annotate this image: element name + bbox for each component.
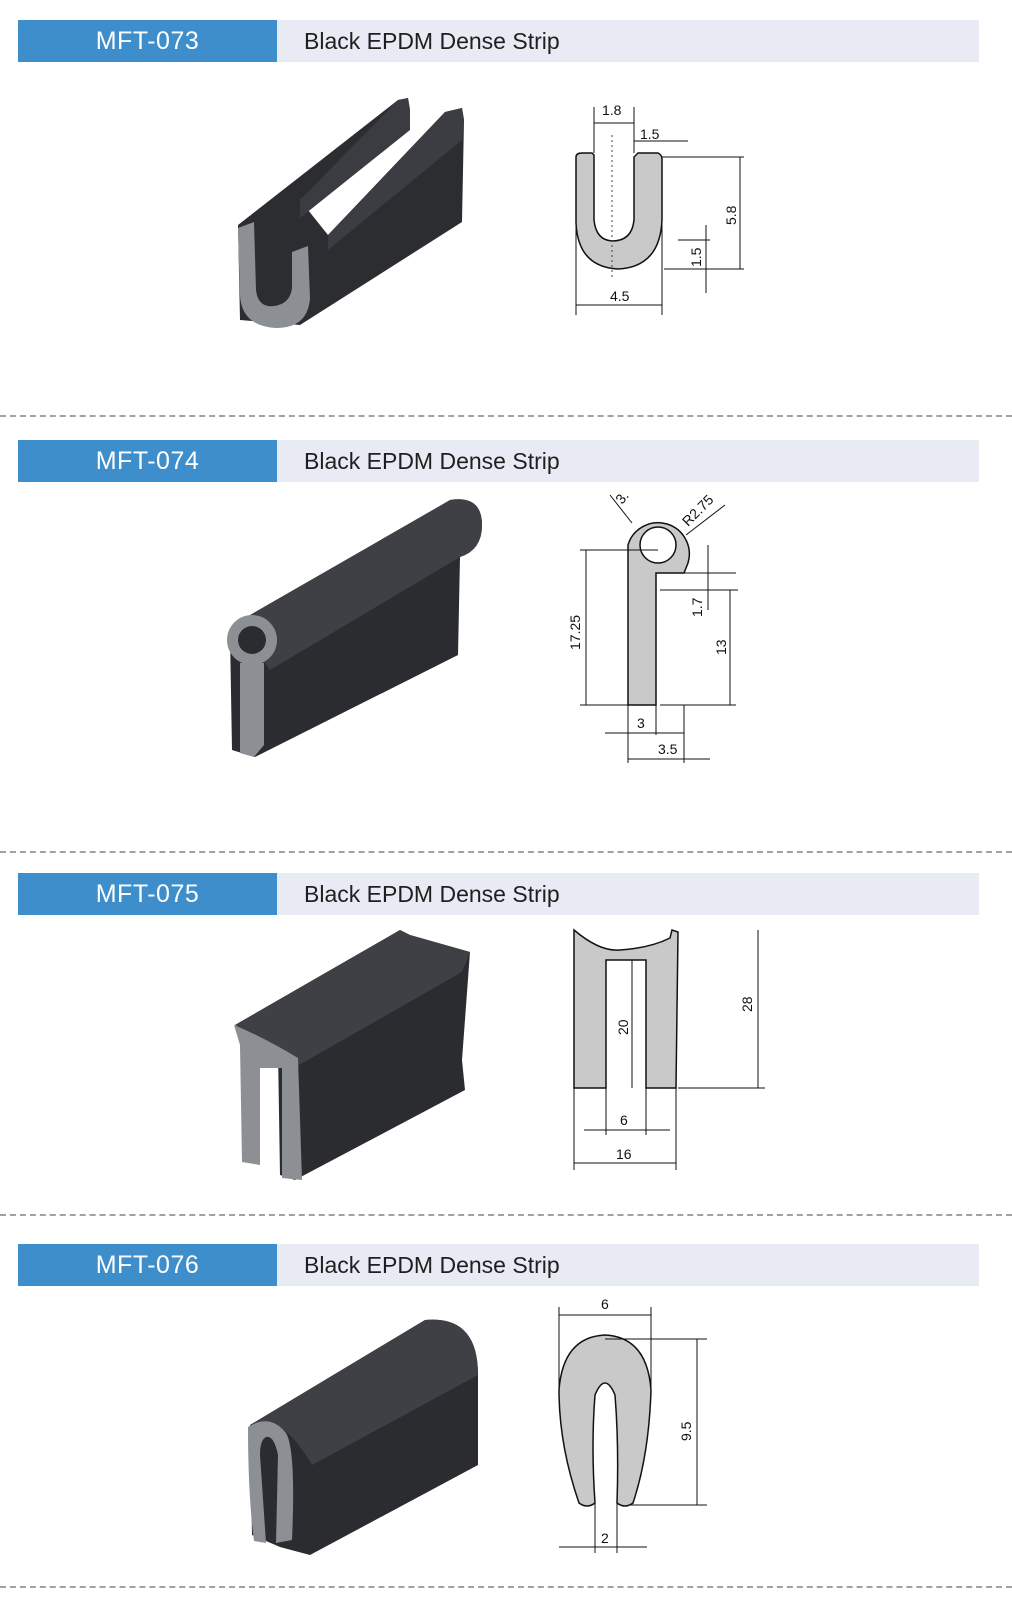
product-code: MFT-074 xyxy=(18,440,277,482)
dim-label: 28 xyxy=(739,996,755,1012)
dim-label: 3. xyxy=(612,488,632,507)
dim-label: 1.7 xyxy=(689,597,705,617)
dim-label: 4.5 xyxy=(610,288,630,304)
dim-label: 1.5 xyxy=(688,247,704,267)
section-divider xyxy=(0,415,1012,417)
product-code: MFT-073 xyxy=(18,20,277,62)
section-divider xyxy=(0,851,1012,853)
product-image-073 xyxy=(238,98,464,328)
dim-label: 17.25 xyxy=(567,615,583,650)
product-title: Black EPDM Dense Strip xyxy=(304,28,560,54)
product-code: MFT-075 xyxy=(18,873,277,915)
dimension-drawing-075: 20 28 6 16 xyxy=(573,928,765,1170)
product-title: Black EPDM Dense Strip xyxy=(304,881,560,907)
dim-label: 2 xyxy=(601,1530,609,1546)
product-image-075 xyxy=(234,930,470,1180)
dim-label: 3 xyxy=(637,715,645,731)
dim-label: 5.8 xyxy=(723,205,739,225)
dim-label: 1.5 xyxy=(640,126,660,142)
dim-label: 16 xyxy=(616,1146,632,1162)
product-header: MFT-073 Black EPDM Dense Strip xyxy=(18,20,979,62)
product-title: Black EPDM Dense Strip xyxy=(304,1252,560,1278)
product-header: MFT-075 Black EPDM Dense Strip xyxy=(18,873,979,915)
dim-label: 6 xyxy=(620,1112,628,1128)
dim-label: R2.75 xyxy=(679,491,717,529)
dim-label: 9.5 xyxy=(678,1421,694,1441)
product-header: MFT-076 Black EPDM Dense Strip xyxy=(18,1244,979,1286)
dimension-drawing-073: 1.8 1.5 5.8 1.5 4.5 xyxy=(575,102,744,315)
dim-label: 20 xyxy=(615,1019,631,1035)
product-header: MFT-074 Black EPDM Dense Strip xyxy=(18,440,979,482)
product-image-074 xyxy=(227,499,482,757)
product-image-076 xyxy=(248,1319,478,1555)
dim-label: 1.8 xyxy=(602,102,622,118)
dimension-drawing-074: 3. R2.75 17.25 1.7 13 3 3.5 xyxy=(567,488,738,763)
dim-label: 13 xyxy=(713,639,729,655)
dimension-drawing-076: 6 9.5 2 xyxy=(558,1296,707,1553)
section-divider xyxy=(0,1214,1012,1216)
product-code: MFT-076 xyxy=(18,1244,277,1286)
dim-label: 6 xyxy=(601,1296,609,1312)
dim-label: 3.5 xyxy=(658,741,678,757)
section-divider xyxy=(0,1586,1012,1588)
product-title: Black EPDM Dense Strip xyxy=(304,448,560,474)
